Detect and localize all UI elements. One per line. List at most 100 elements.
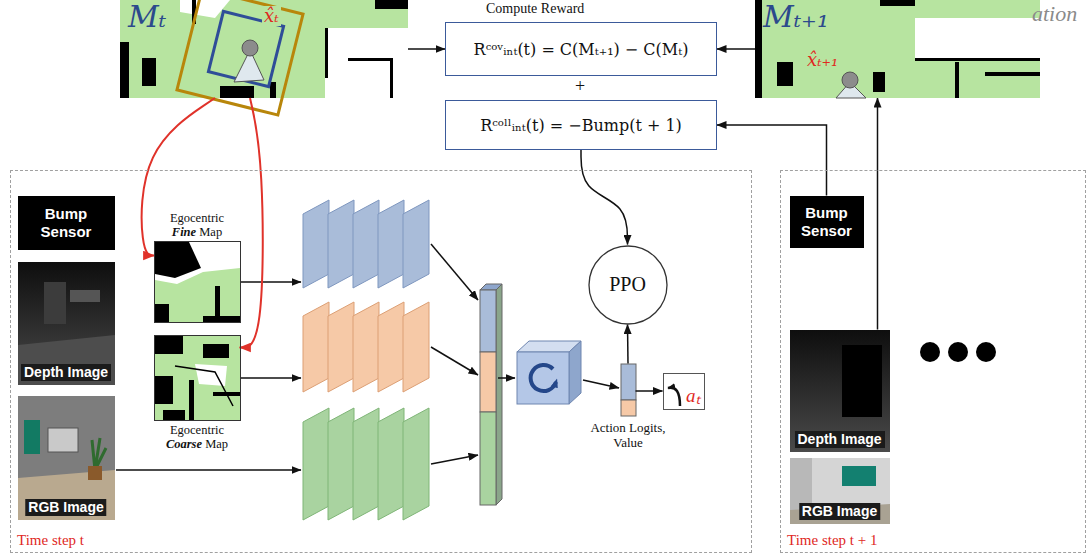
global-map-drawing [270, 82, 276, 98]
map-caption: Egocentric Fine Map [140, 211, 255, 240]
agent-marker [836, 72, 866, 98]
map-caption: Egocentric Coarse Map [140, 423, 255, 452]
sensor-label: Bump Sensor [796, 204, 858, 239]
global-map-drawing [142, 58, 156, 86]
cnn-encoder [403, 200, 429, 288]
crop-arrow [240, 98, 263, 348]
global-map-drawing [985, 72, 1040, 76]
feature-vector [496, 284, 502, 505]
map-label: Mₜ₊₁ [763, 0, 829, 33]
action-arrow [636, 390, 663, 392]
depth-image-drawing [842, 345, 882, 417]
global-map-drawing [873, 72, 885, 92]
output-label: Action Logits, Value [579, 420, 678, 451]
cnn-encoder [328, 200, 354, 288]
rgb-image: RGB Image [18, 396, 115, 520]
map-to-reward-arrow [717, 48, 755, 50]
global-map-drawing [880, 0, 915, 6]
action-box: aₜ [663, 373, 705, 410]
global-map-drawing [915, 18, 1040, 60]
fine-map-drawing [155, 304, 169, 322]
rgb-image-drawing [48, 428, 78, 452]
rgb-image-drawing [88, 466, 102, 480]
time-step-panel: Bump SensorDepth ImageRGB ImageTime step… [780, 170, 1086, 553]
global-map-drawing [348, 58, 392, 61]
flow-arrow [241, 377, 301, 379]
bump-to-reward-arrow [717, 125, 827, 196]
coarse-map-drawing [155, 336, 240, 420]
depth-image-drawing [18, 262, 115, 385]
observation-to-map-arrow [877, 98, 879, 330]
global-map-drawing [325, 28, 328, 78]
fine-map-drawing [203, 316, 240, 322]
depth-image-drawing [44, 282, 66, 324]
depth-image-drawing [790, 330, 890, 452]
circle-outline [589, 246, 667, 324]
feature-vector [480, 290, 496, 352]
output-vector [621, 400, 636, 416]
crop-windows [177, 0, 303, 115]
sensor-box: Bump Sensor [790, 196, 864, 248]
caption-word: Fine [172, 225, 196, 239]
ellipsis-dots [948, 342, 968, 362]
map-label: Mₜ [128, 0, 166, 33]
reward-heading: Compute Reward [486, 1, 584, 17]
rgb-image-drawing [18, 396, 115, 520]
ellipsis-dots [920, 342, 996, 362]
cnn-encoder [303, 302, 329, 392]
coarse-map-drawing [195, 364, 227, 386]
cnn-encoder [328, 408, 354, 520]
global-map-drawing [120, 42, 129, 98]
global-map-drawing [120, 0, 408, 98]
policy-arrow [627, 325, 629, 364]
reward-to-ppo-arrow [581, 150, 628, 245]
crop-windows [242, 40, 258, 56]
output-vector [621, 364, 636, 400]
cnn-encoder [303, 302, 429, 392]
cnn-encoder [403, 302, 429, 392]
global-map: Mₜ₊₁x̂ₜ₊₁ [755, 0, 1040, 98]
global-map-drawing [220, 86, 254, 98]
rgb-image-drawing [24, 420, 40, 454]
reward-formula: Rᶜᵒᵛᵢₙₜ(t) = C(Mₜ₊₁) − C(Mₜ) [474, 40, 689, 59]
cnn-encoder [303, 408, 329, 520]
recurrent-cell [569, 341, 581, 404]
reward-box: Rᶜᵒˡˡᵢₙₜ(t) = −Bump(t + 1) [445, 100, 717, 150]
output-vector [621, 364, 636, 416]
time-step-panel: Bump SensorDepth ImageRGB ImageEgocentri… [10, 170, 752, 553]
caption-word: Map [199, 225, 222, 239]
caption-word: Egocentric [170, 211, 224, 225]
map-to-reward-arrow [408, 48, 445, 50]
recurrent-cell [517, 352, 569, 404]
recurrent-cell [517, 341, 581, 404]
global-map-drawing [375, 0, 408, 9]
cnn-encoder [303, 200, 429, 288]
coarse-map-drawing [155, 336, 183, 354]
global-map: Mₜ x̂ₜ [120, 0, 408, 98]
coarse-map-drawing [203, 344, 229, 358]
flow-arrow [431, 347, 478, 375]
global-map-drawing [390, 58, 393, 98]
turn-icon [668, 388, 680, 406]
fine-map-drawing [155, 242, 240, 322]
cnn-encoder [303, 408, 429, 520]
global-map-drawing [755, 0, 762, 98]
flow-arrow [498, 377, 515, 379]
agent-position: x̂ₜ [262, 6, 281, 26]
sensor-box: Bump Sensor [18, 196, 115, 250]
cnn-encoder [378, 302, 404, 392]
operator-symbol: + [575, 77, 585, 97]
depth-image-drawing [18, 335, 115, 385]
output-vector: Action Logits, Value [621, 364, 636, 416]
flow-arrow [583, 380, 619, 388]
flow-arrow [431, 455, 478, 464]
ppo-circle: PPO [588, 245, 668, 325]
caption-word: Map [205, 437, 228, 451]
coarse-map-drawing [155, 376, 173, 404]
cnn-encoder [353, 302, 379, 392]
global-map-drawing [777, 62, 793, 86]
fine-map-drawing [155, 242, 240, 322]
cnn-encoder [328, 302, 354, 392]
cnn-encoder [303, 200, 329, 288]
